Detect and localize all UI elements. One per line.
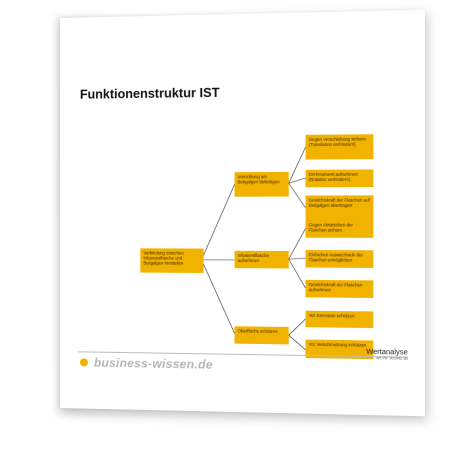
tree-leaf-2-3: Gewichtskraft der Flaschen aufnehmen <box>305 279 374 299</box>
brand-dot-icon <box>79 358 88 367</box>
tree-branch-3: Oberfläche schützen <box>234 326 289 345</box>
tree-branch-1: Vorrichtung am Beitgalgen befestigen <box>234 171 289 197</box>
connector-b1-leaf-3 <box>289 183 306 208</box>
connector-b3-leaf-2 <box>289 335 306 350</box>
tree-leaf-1-3: Gewichtskraft der Flaschen auf Beitgalge… <box>305 195 374 221</box>
connector-b1-leaf-2 <box>289 178 306 183</box>
connector-b2-leaf-3 <box>289 259 306 288</box>
brand-name: business-wissen.de <box>93 355 213 372</box>
tree-leaf-1-1: Gegen Verschiebung sichern (Translation … <box>305 134 374 160</box>
tree-branch-2: Infusionsflasche aufnehmen <box>234 250 289 269</box>
connector-root-branch-3 <box>202 260 235 334</box>
tree-leaf-2-2: Einfaches Auswechseln der Flaschen ermög… <box>305 250 374 268</box>
connector-b3-leaf-1 <box>289 319 306 336</box>
document-page: Funktionenstruktur IST Verbind <box>60 9 425 417</box>
tree-root-node: Verbindung zwischen Infusionsflasche und… <box>140 248 204 273</box>
tree-leaf-2-1: Gegen Abrutschen der Flaschen sichern <box>305 220 374 238</box>
tree-leaf-1-2: Drehmoment aufnehmen (Rotation verhinder… <box>305 169 374 188</box>
connector-b2-leaf-2 <box>289 258 306 259</box>
brand-logo[interactable]: business-wissen.de <box>79 355 213 372</box>
footer-info: Wertanalyse Art.-Nr. 901042.36 <box>366 349 408 361</box>
connector-b2-leaf-1 <box>289 228 306 259</box>
footer-article-number: Art.-Nr. 901042.36 <box>376 356 408 361</box>
connector-b1-leaf-1 <box>289 147 306 183</box>
tree-leaf-3-1: Vor Kerrosion schützen <box>305 310 374 329</box>
connector-root-branch-1 <box>202 184 235 260</box>
